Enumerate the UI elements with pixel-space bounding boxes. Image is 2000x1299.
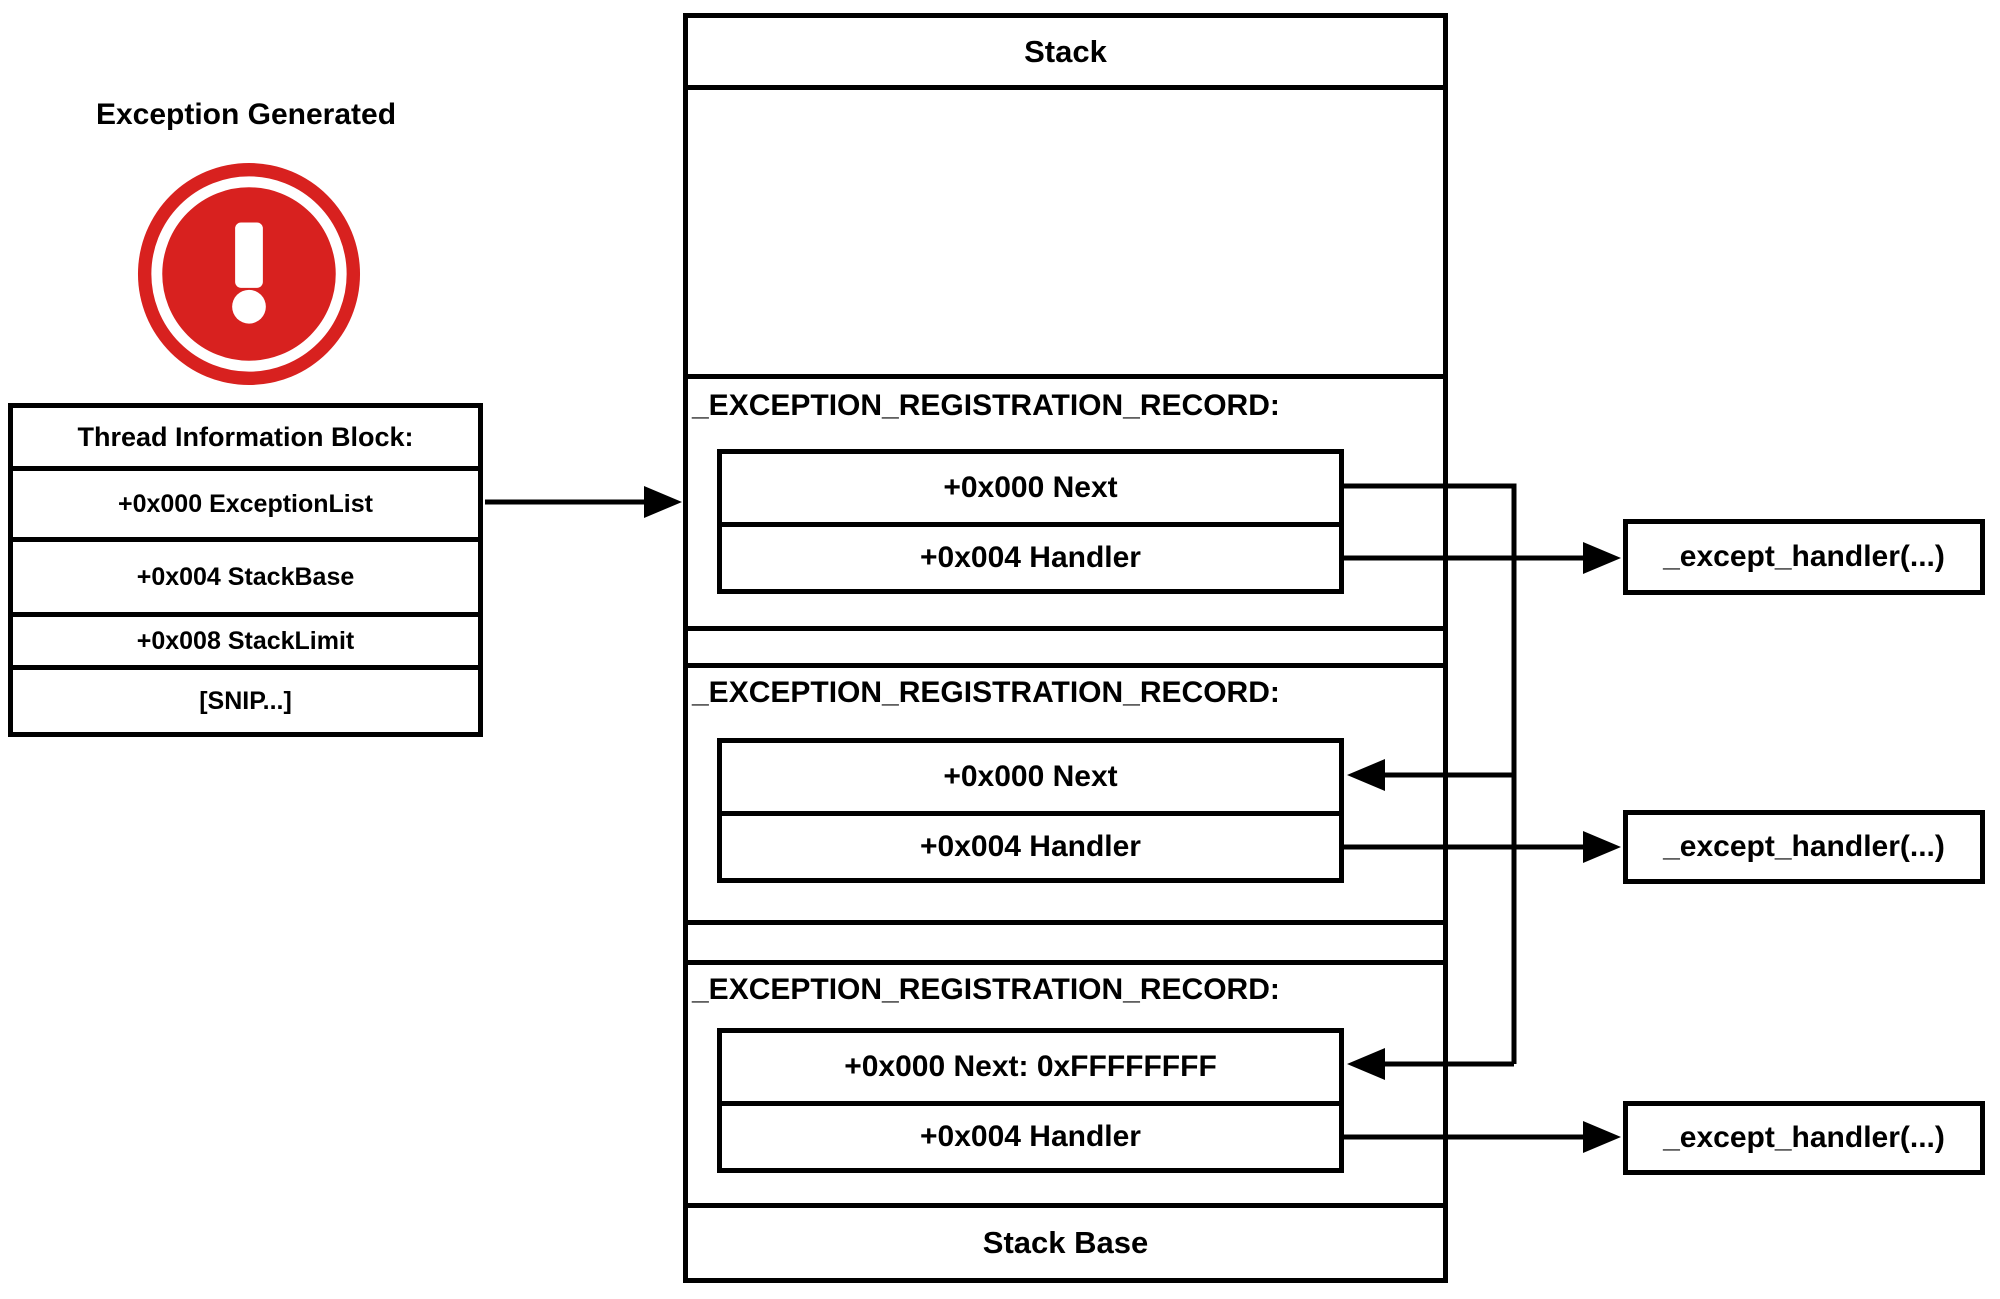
record1-handler-field: +0x004 Handler	[722, 522, 1339, 589]
stack-divider	[688, 920, 1443, 925]
stack-divider	[688, 960, 1443, 965]
except-handler-box-3: _except_handler(...)	[1623, 1101, 1985, 1175]
stack-divider	[688, 626, 1443, 631]
stack-box: Stack _EXCEPTION_REGISTRATION_RECORD: +0…	[683, 13, 1448, 1283]
tib-row-stacklimit: +0x008 StackLimit	[13, 612, 478, 665]
tib-row-snip: [SNIP...]	[13, 665, 478, 732]
except-handler-box-2: _except_handler(...)	[1623, 810, 1985, 884]
record2-box: +0x000 Next +0x004 Handler	[717, 738, 1344, 883]
record1-label: _EXCEPTION_REGISTRATION_RECORD:	[692, 389, 1280, 422]
record3-next-field: +0x000 Next: 0xFFFFFFFF	[844, 1050, 1217, 1083]
record3-box: +0x000 Next: 0xFFFFFFFF +0x004 Handler	[717, 1028, 1344, 1173]
except-handler-box-1: _except_handler(...)	[1623, 519, 1985, 595]
record2-handler-field: +0x004 Handler	[722, 811, 1339, 878]
stack-divider	[688, 663, 1443, 668]
tib-row-exceptionlist: +0x000 ExceptionList	[13, 466, 478, 537]
record2-next-field: +0x000 Next	[943, 760, 1118, 793]
thread-information-block-table: Thread Information Block: +0x000 Excepti…	[8, 403, 483, 737]
record3-label: _EXCEPTION_REGISTRATION_RECORD:	[692, 973, 1280, 1006]
record3-handler-field: +0x004 Handler	[722, 1101, 1339, 1168]
alert-exclamation-icon	[135, 160, 363, 388]
tib-row-stackbase: +0x004 StackBase	[13, 537, 478, 612]
record2-label: _EXCEPTION_REGISTRATION_RECORD:	[692, 676, 1280, 709]
page-title: Exception Generated	[95, 98, 397, 131]
stack-title: Stack	[1024, 33, 1107, 69]
tib-header: Thread Information Block:	[77, 421, 414, 452]
record1-box: +0x000 Next +0x004 Handler	[717, 449, 1344, 594]
stack-base-row: Stack Base	[982, 1225, 1149, 1260]
stack-divider	[688, 85, 1443, 90]
arrow-exceptionlist-to-record1	[485, 486, 682, 518]
stack-divider	[688, 1203, 1443, 1208]
stack-divider	[688, 374, 1443, 379]
record1-next-field: +0x000 Next	[943, 471, 1118, 504]
